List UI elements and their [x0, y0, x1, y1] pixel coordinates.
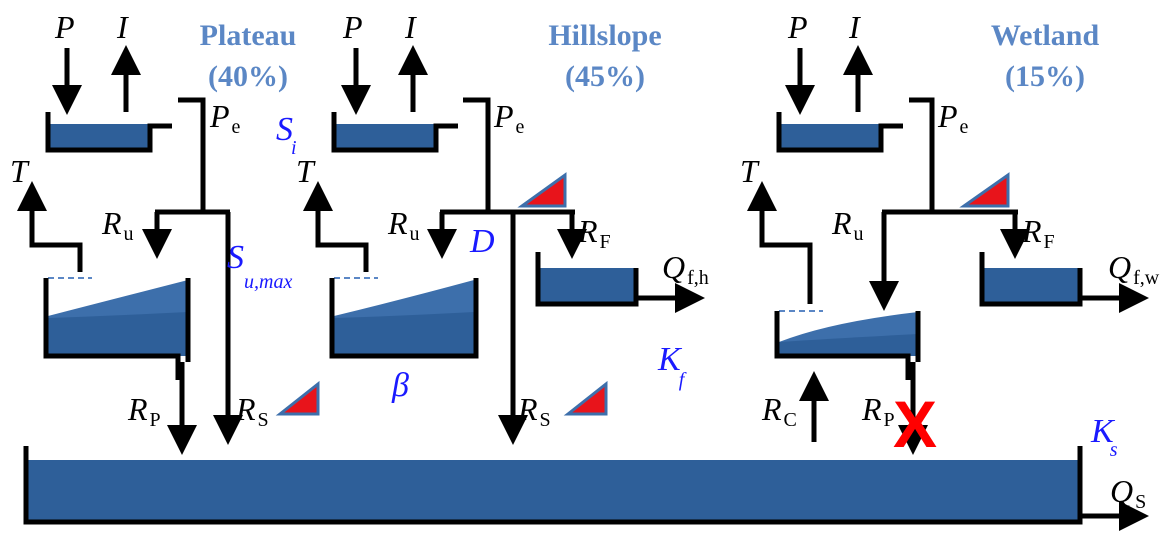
svg-text:T: T — [296, 153, 316, 189]
svg-text:RP: RP — [861, 391, 895, 431]
hillslope-title: Hillslope — [548, 19, 661, 52]
svg-text:Ru: Ru — [831, 205, 864, 245]
fast-reservoir-hillslope — [538, 268, 636, 304]
plateau-title: Plateau — [200, 19, 297, 52]
transpiration-arrow — [17, 181, 83, 272]
rs-switch-icon — [275, 380, 320, 416]
wetland-title: Wetland — [991, 19, 1100, 52]
svg-text:Ru: Ru — [387, 205, 420, 245]
param-ks: Ks — [1090, 413, 1118, 461]
svg-text:P: P — [342, 9, 363, 45]
interception-walls — [45, 112, 172, 153]
rf-switch-icon — [517, 172, 567, 208]
svg-text:I: I — [848, 9, 861, 45]
svg-text:RS: RS — [235, 391, 269, 431]
unsat-walls — [43, 278, 181, 380]
svg-text:T: T — [740, 153, 760, 189]
svg-text:P: P — [787, 9, 808, 45]
svg-text:Qf,h: Qf,h — [662, 249, 709, 289]
svg-text:Pe: Pe — [493, 98, 525, 138]
wetland-share: (15%) — [1005, 60, 1085, 93]
param-sumax: Su,max — [227, 239, 292, 293]
hillslope-share: (45%) — [565, 60, 645, 93]
svg-text:I: I — [404, 9, 417, 45]
precip-label: P — [54, 9, 75, 45]
param-si: Si — [276, 111, 297, 159]
svg-text:RC: RC — [761, 391, 797, 431]
svg-text:RP: RP — [127, 391, 161, 431]
interception-reservoir — [48, 124, 150, 150]
svg-text:QS: QS — [1110, 473, 1146, 513]
svg-text:T: T — [10, 153, 30, 189]
no-percolation-cross-icon: X — [893, 387, 937, 461]
plateau-share: (40%) — [208, 60, 288, 93]
svg-text:Qf,w: Qf,w — [1108, 249, 1160, 289]
param-d: D — [469, 223, 495, 260]
svg-text:RF: RF — [577, 213, 611, 253]
svg-text:RS: RS — [517, 391, 551, 431]
svg-text:Pe: Pe — [937, 98, 969, 138]
effective-precip-path — [178, 97, 206, 212]
svg-text:Pe: Pe — [209, 98, 241, 138]
svg-text:Ru: Ru — [101, 205, 134, 245]
svg-text:RF: RF — [1021, 213, 1055, 253]
interception-evap-label: I — [116, 9, 129, 45]
param-beta: β — [391, 367, 409, 404]
